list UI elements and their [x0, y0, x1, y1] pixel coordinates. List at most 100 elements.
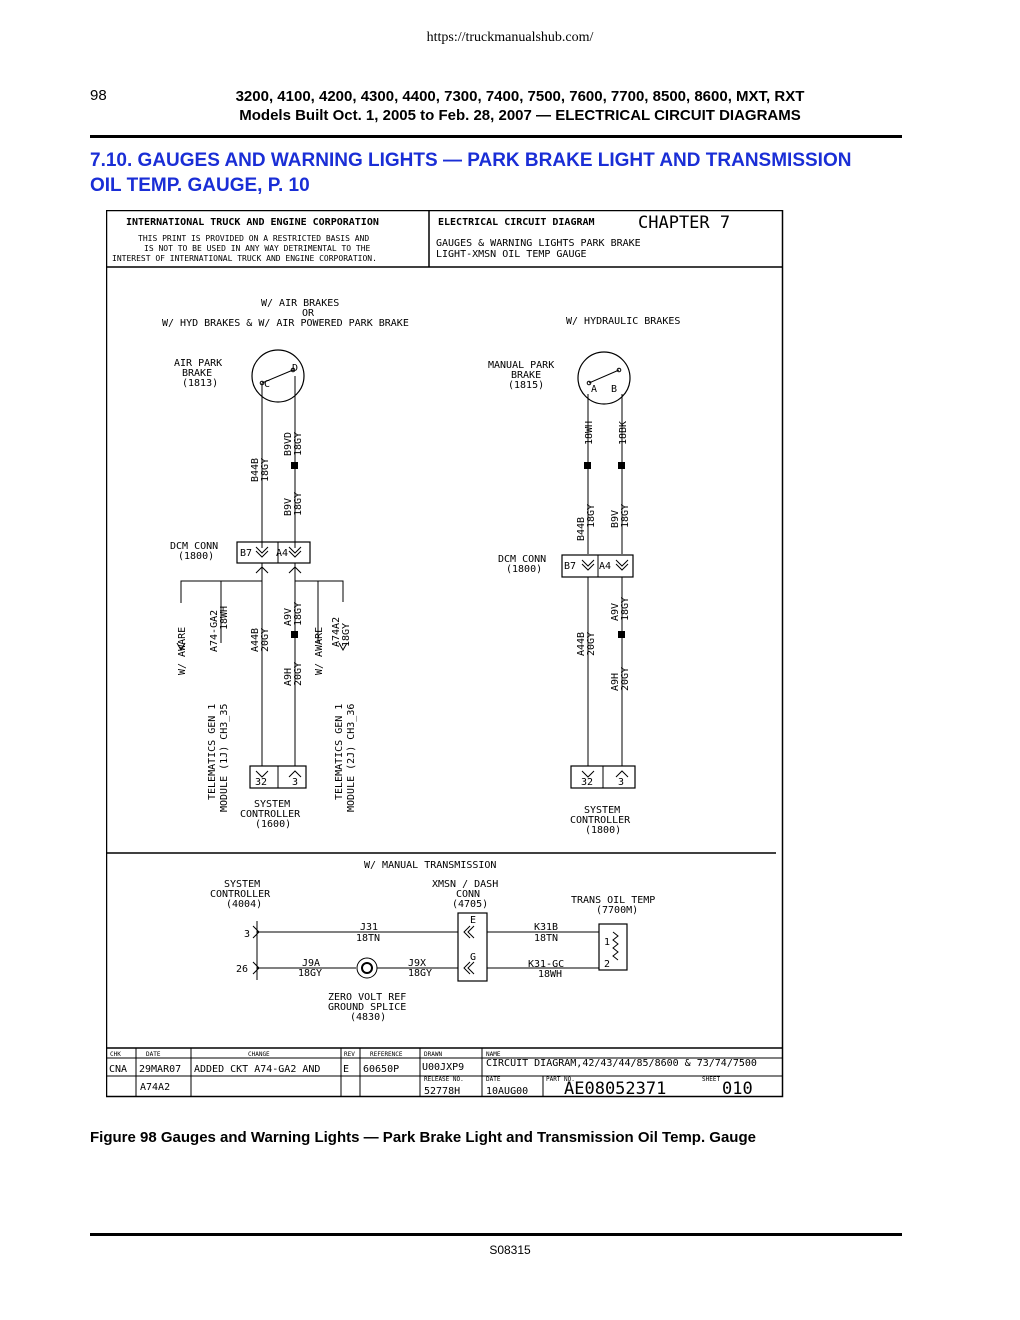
wire-18bk: 18BK: [618, 421, 629, 445]
pin-b: B: [611, 384, 617, 395]
wire-a44b-right: A44B: [576, 632, 587, 656]
wire-a74a2-gauge: 18GY: [341, 623, 352, 647]
rev-header-date: DATE: [146, 1051, 161, 1058]
pin-32: 32: [255, 777, 267, 788]
wire-j9x-gauge: 18GY: [408, 968, 432, 979]
dcm-conn-id: (1800): [178, 551, 214, 562]
rev-header-release: RELEASE NO.: [424, 1076, 464, 1083]
wire-k31b: K31B: [534, 922, 558, 933]
wire-b9v-gauge: 18GY: [293, 492, 304, 516]
pin-b7-right: B7: [564, 561, 576, 572]
wire-b9v-right: B9V: [610, 510, 621, 528]
rev-header-drawn: DRAWN: [424, 1051, 442, 1058]
dcm-conn-right-label: DCM CONN: [498, 554, 546, 565]
zero-volt-ref-label2: GROUND SPLICE: [328, 1002, 406, 1013]
rev-date: 29MAR07: [139, 1064, 181, 1075]
wire-b44b-right-gauge: 18GY: [586, 504, 597, 528]
rev-change-line1: ADDED CKT A74-GA2 AND: [194, 1064, 320, 1075]
rev-header-chk: CHK: [110, 1051, 121, 1058]
pin-c: C: [264, 379, 270, 390]
rev-header-name: NAME: [486, 1051, 501, 1058]
wire-a9v: A9V: [283, 608, 294, 626]
system-controller-label1: SYSTEM: [254, 799, 290, 810]
figure-caption: Figure 98 Gauges and Warning Lights — Pa…: [90, 1129, 756, 1146]
system-controller-bottom-id: (4004): [226, 899, 262, 910]
cond-or: OR: [302, 308, 315, 319]
footer-code: S08315: [489, 1243, 531, 1257]
telematics-2-module: MODULE (2J) CH3_36: [346, 704, 357, 812]
system-controller-label2: CONTROLLER: [240, 809, 301, 820]
xmsn-dash-conn-label1: XMSN / DASH: [432, 879, 498, 890]
source-url[interactable]: https://truckmanualshub.com/: [426, 30, 594, 45]
cond-aware-1: W/ AWARE: [177, 627, 188, 675]
manual-park-brake-name1: MANUAL PARK: [488, 360, 554, 371]
dcm-conn-right-id: (1800): [506, 564, 542, 575]
pin-32-right: 32: [581, 777, 593, 788]
rev-sheet: 010: [722, 1079, 753, 1098]
chapter-label: CHAPTER 7: [638, 213, 730, 233]
wire-a74a2: A74A2: [331, 617, 342, 647]
rev-header-change: CHANGE: [248, 1051, 270, 1058]
section-title-line1: 7.10. GAUGES AND WARNING LIGHTS — PARK B…: [90, 150, 852, 171]
wire-a74-ga2: A74-GA2: [209, 610, 220, 652]
circuit-diagram: INTERNATIONAL TRUCK AND ENGINE CORPORATI…: [106, 210, 784, 1098]
header-rule: [90, 135, 902, 138]
wire-k31-gc-gauge: 18WH: [538, 969, 562, 980]
dcm-conn-label: DCM CONN: [170, 541, 218, 552]
cond-manual-transmission: W/ MANUAL TRANSMISSION: [364, 860, 496, 871]
page-number: 98: [90, 87, 107, 104]
system-controller-right-label1: SYSTEM: [584, 805, 620, 816]
pin-1: 1: [604, 937, 610, 948]
section-title-line2: OIL TEMP. GAUGE, P. 10: [90, 175, 310, 196]
rev-release-no: 52778H: [424, 1086, 460, 1097]
wire-b9v-right-gauge: 18GY: [620, 504, 631, 528]
xmsn-dash-conn-id: (4705): [452, 899, 488, 910]
rev-part-no: AE08052371: [564, 1079, 666, 1098]
wire-b44b-gauge: 18GY: [260, 458, 271, 482]
wire-b44b-right: B44B: [576, 517, 587, 541]
pin-3: 3: [292, 777, 298, 788]
wire-a9v-right-gauge: 18GY: [620, 597, 631, 621]
pin-a4-right: A4: [599, 561, 611, 572]
cond-air-brakes: W/ AIR BRAKES: [261, 298, 339, 309]
wire-b9v: B9V: [283, 498, 294, 516]
wire-a9h: A9H: [283, 668, 294, 686]
wire-j31: J31: [360, 922, 378, 933]
diagram-desc1: GAUGES & WARNING LIGHTS PARK BRAKE: [436, 238, 641, 249]
rev-header-date2: DATE: [486, 1076, 501, 1083]
section-title: 7.10. GAUGES AND WARNING LIGHTS — PARK B…: [90, 148, 910, 198]
trans-oil-temp-id: (7700M): [596, 905, 638, 916]
wire-j9a-gauge: 18GY: [298, 968, 322, 979]
rev-change-line2: A74A2: [140, 1082, 170, 1093]
rev-date2: 10AUG00: [486, 1086, 528, 1097]
pin-a4: A4: [276, 548, 288, 559]
pin-2: 2: [604, 959, 610, 970]
trans-oil-temp-label: TRANS OIL TEMP: [571, 895, 655, 906]
wire-k31-gc: K31-GC: [528, 959, 564, 970]
diagram-type: ELECTRICAL CIRCUIT DIAGRAM: [438, 217, 595, 228]
wire-a44b: A44B: [250, 628, 261, 652]
header-models: 3200, 4100, 4200, 4300, 4400, 7300, 7400…: [235, 88, 805, 105]
notice-line3: INTEREST OF INTERNATIONAL TRUCK AND ENGI…: [112, 254, 377, 263]
air-park-brake-name2: BRAKE: [182, 368, 212, 379]
rev-header-reference: REFERENCE: [370, 1051, 403, 1058]
xmsn-dash-conn-label2: CONN: [456, 889, 480, 900]
telematics-1-module: MODULE (1J) CH3_35: [219, 704, 230, 812]
system-controller-bottom-label1: SYSTEM: [224, 879, 260, 890]
zero-volt-ref-id: (4830): [350, 1012, 386, 1023]
wire-a9h-gauge: 20GY: [293, 662, 304, 686]
company-name: INTERNATIONAL TRUCK AND ENGINE CORPORATI…: [126, 217, 379, 228]
rev-header-sheet: SHEET: [702, 1076, 720, 1083]
system-controller-bottom-label2: CONTROLLER: [210, 889, 271, 900]
air-park-brake-id: (1813): [182, 378, 218, 389]
wire-a44b-gauge: 20GY: [260, 628, 271, 652]
wire-a9v-gauge: 18GY: [293, 602, 304, 626]
footer-rule: [90, 1233, 902, 1236]
telematics-1-name: TELEMATICS GEN 1: [207, 704, 218, 800]
wire-j9a: J9A: [302, 958, 320, 969]
system-controller-id: (1600): [255, 819, 291, 830]
wire-b9vd: B9VD: [283, 432, 294, 456]
pin-e: E: [470, 915, 476, 926]
wire-k31b-gauge: 18TN: [534, 933, 558, 944]
rev-name: CIRCUIT DIAGRAM,42/43/44/85/8600 & 73/74…: [486, 1058, 757, 1069]
